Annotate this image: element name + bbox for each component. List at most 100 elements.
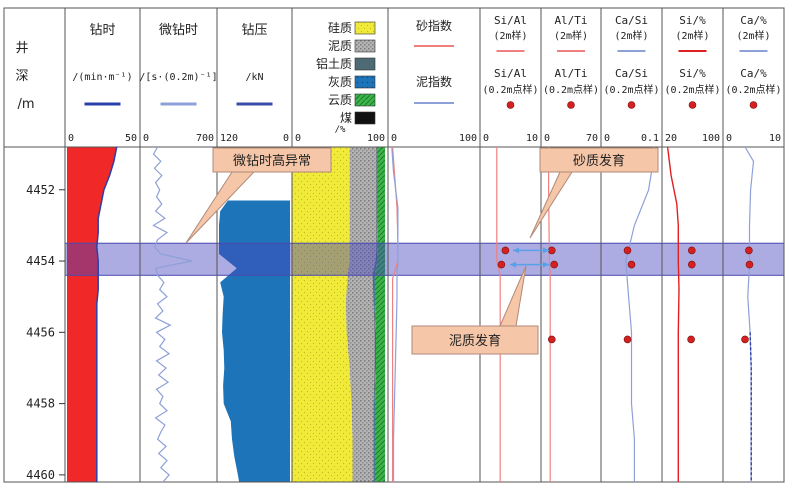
sand-index-title: 砂指数 bbox=[416, 18, 452, 33]
sample-point bbox=[497, 260, 506, 269]
geo-title: Al/Ti bbox=[554, 14, 587, 27]
geo-title2: Al/Ti bbox=[554, 67, 587, 80]
track-unit: /[s·(0.2m)⁻¹] bbox=[139, 72, 217, 83]
capct-lower-curve bbox=[749, 332, 752, 482]
sample-point bbox=[623, 335, 632, 344]
geo-point-legend bbox=[688, 101, 697, 109]
track-title: 钻压 bbox=[241, 23, 267, 38]
scale-max-label: 100 bbox=[702, 133, 720, 144]
callout-b-pointer bbox=[529, 171, 573, 239]
scale-min-label: 0 bbox=[391, 133, 397, 144]
lith-legend-label: 灰质 bbox=[328, 75, 352, 89]
depth-axis-label: 深 bbox=[15, 69, 28, 84]
geo-title2-sub: (0.2m点样) bbox=[725, 83, 781, 96]
geo-title: Ca/Si bbox=[615, 14, 648, 27]
geo-point-legend bbox=[567, 101, 575, 109]
sial-alti-arrow-lower-head-l bbox=[510, 261, 516, 268]
scale-min-label: 0 bbox=[726, 133, 732, 144]
sample-point bbox=[741, 335, 749, 344]
geo-title: Si/% bbox=[679, 14, 706, 27]
geo-point-legend bbox=[627, 101, 636, 109]
micro-drilling-time-curve bbox=[152, 146, 193, 483]
geo-title2: Ca/Si bbox=[615, 67, 648, 80]
geo-title-sub: (2m样) bbox=[736, 29, 770, 42]
grid-layer bbox=[3, 7, 785, 483]
track-unit: /kN bbox=[245, 72, 263, 83]
anomaly-highlight-band bbox=[64, 242, 785, 276]
lith-siliceous-fill bbox=[292, 147, 353, 482]
sample-point bbox=[627, 260, 636, 269]
geo-title-sub: (2m样) bbox=[675, 29, 709, 42]
sample-point bbox=[687, 335, 695, 344]
geo-title: Ca/% bbox=[740, 14, 767, 27]
sample-point bbox=[687, 246, 696, 255]
casi-2m-curve bbox=[625, 146, 655, 482]
fills-layer bbox=[67, 147, 386, 482]
geo-title2-sub: (0.2m点样) bbox=[543, 83, 599, 96]
scale-max-label: 100 bbox=[367, 133, 385, 144]
track-title: 微钻时 bbox=[159, 23, 198, 38]
geo-point-legend bbox=[749, 101, 758, 109]
mud-index-curve bbox=[391, 146, 399, 482]
geo-title2-sub: (0.2m点样) bbox=[664, 83, 720, 96]
drilling-time-curve bbox=[96, 146, 118, 482]
callout-a-text: 微钻时高异常 bbox=[233, 153, 311, 169]
sial-alti-arrow-lower-head-r bbox=[543, 261, 549, 268]
mud-index-title: 泥指数 bbox=[416, 74, 452, 89]
scale-min-label: 0 bbox=[604, 133, 610, 144]
capct-2m-curve bbox=[744, 146, 755, 482]
scale-max-label: 10 bbox=[526, 133, 538, 144]
sample-point bbox=[547, 246, 556, 255]
depth-tick-label: 4452 bbox=[26, 183, 55, 197]
sial-2m-curve bbox=[496, 147, 501, 482]
callout-c-box bbox=[411, 325, 539, 355]
scale-max-label: 700 bbox=[196, 133, 214, 144]
depth-axis-label: /m bbox=[17, 97, 34, 112]
scale-max-label: 100 bbox=[459, 133, 477, 144]
scale-min-label: 0 bbox=[544, 133, 550, 144]
sample-point bbox=[745, 260, 754, 269]
lith-legend-swatch bbox=[354, 21, 376, 35]
lith-legend-label: 泥质 bbox=[328, 39, 352, 53]
scale-min-label: 20 bbox=[665, 133, 677, 144]
wob-fill bbox=[219, 200, 290, 482]
depth-tick-label: 4454 bbox=[26, 254, 55, 268]
depth-tick-label: 4458 bbox=[26, 397, 55, 411]
scale-max-label: 10 bbox=[769, 133, 781, 144]
depth-tick-label: 4456 bbox=[26, 325, 55, 339]
sial-alti-arrow-upper-head-l bbox=[513, 247, 519, 254]
lith-calcareous-fill bbox=[374, 147, 378, 482]
lith-legend-swatch bbox=[354, 93, 376, 107]
callout-c-text: 泥质发育 bbox=[449, 333, 501, 349]
scale-min-label: 0 bbox=[68, 133, 74, 144]
geo-title-sub: (2m样) bbox=[554, 29, 588, 42]
lith-legend-label: 煤 bbox=[340, 111, 352, 125]
scale-min-label: 120 bbox=[220, 133, 238, 144]
geo-title2: Si/Al bbox=[494, 67, 527, 80]
lith-legend-swatch bbox=[354, 111, 376, 125]
depth-axis-label: 井 bbox=[15, 41, 28, 56]
geo-title2-sub: (0.2m点样) bbox=[482, 83, 538, 96]
scale-min-label: 0 bbox=[295, 133, 301, 144]
geo-title2: Si/% bbox=[679, 67, 706, 80]
drilling-time-fill bbox=[67, 147, 117, 482]
geo-title2: Ca/% bbox=[740, 67, 767, 80]
lith-legend-swatch bbox=[354, 57, 376, 71]
curves-layer bbox=[96, 146, 755, 483]
highlight-band-layer bbox=[64, 242, 785, 276]
sial-alti-arrow-upper-head-r bbox=[543, 247, 549, 254]
lith-bauxitic-fill bbox=[372, 147, 378, 482]
callout-a-box bbox=[212, 147, 332, 173]
scale-max-label: 0.1 bbox=[641, 133, 659, 144]
callout-b-text: 砂质发育 bbox=[573, 153, 625, 169]
scale-min-label: 0 bbox=[143, 133, 149, 144]
sample-point bbox=[501, 246, 510, 255]
callout-b-box bbox=[539, 147, 659, 173]
lith-unit: /% bbox=[335, 125, 346, 135]
geo-title2-sub: (0.2m点样) bbox=[603, 83, 659, 96]
lith-dolomitic-fill bbox=[375, 147, 386, 482]
sample-point bbox=[687, 260, 696, 269]
scale-max-label: 50 bbox=[125, 133, 137, 144]
lith-legend-label: 铝土质 bbox=[316, 56, 352, 71]
